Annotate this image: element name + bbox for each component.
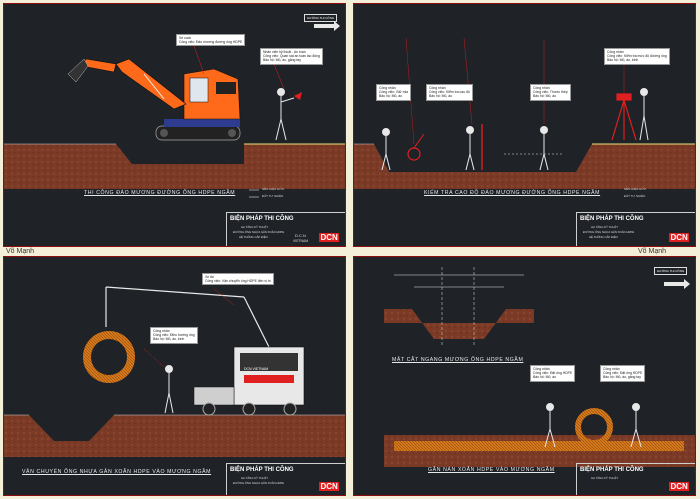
excavation-drawing xyxy=(4,21,345,198)
panel-title: THI CÔNG ĐÀO MƯƠNG ĐƯỜNG ỐNG HDPE NGẦM xyxy=(84,190,236,196)
callout-truck: Xe tải Công việc: Vận chuyển ống HDPE đế… xyxy=(202,273,274,286)
title-block-sub3: HỆ THỐNG CẤP ĐIỆN xyxy=(589,235,618,239)
cross-section-soil xyxy=(384,309,534,339)
title-block: BIỆN PHÁP THI CÔNG HẠ TẦNG KỸ THUẬT ĐƯỜN… xyxy=(226,463,345,495)
callout-staff: Công nhân Công việc: Giữ mia Bảo hộ: Mũ,… xyxy=(376,84,412,101)
workers xyxy=(381,88,649,171)
legend-2: ĐẤT TỰ NHIÊN xyxy=(262,194,284,198)
cross-section-drawing xyxy=(384,267,695,467)
panel-title: KIỂM TRA CAO ĐỘ ĐÀO MƯƠNG ĐƯỜNG ỐNG HDPE… xyxy=(424,190,601,196)
direction-badge: HƯỚNG THI CÔNG xyxy=(304,14,338,22)
author-right: Võ Mạnh xyxy=(638,248,667,255)
dcn-logo: DCN xyxy=(319,482,340,491)
title-block-sub2: ĐƯỜNG ỐNG NHỰA GÂN XOẮN HDPE xyxy=(233,481,285,485)
title-block: BIỆN PHÁP THI CÔNG HẠ TẦNG KỸ THUẬT ĐƯỜN… xyxy=(226,212,345,246)
legend-1: NỀN HIỆN HỮU xyxy=(624,187,647,191)
title-block-main: BIỆN PHÁP THI CÔNG xyxy=(580,216,644,222)
panel-title-2: GẮN NÁN XOẮN HDPE VÀO MƯƠNG NGẦM xyxy=(428,467,555,473)
arrow-right-icon xyxy=(314,21,340,31)
panel-excavation: HƯỚNG THI CÔNG Xe cuốc Công việc: Đào mư… xyxy=(3,3,346,247)
title-block-main: BIỆN PHÁP THI CÔNG xyxy=(230,467,294,473)
soil-section xyxy=(4,415,345,457)
title-block-sub1: HẠ TẦNG KỸ THUẬT xyxy=(591,225,618,229)
level-instrument xyxy=(611,93,637,141)
flag-icon xyxy=(294,92,302,100)
title-block-sub2: ĐƯỜNG ỐNG NHỰA GÂN XOẮN HDPE xyxy=(233,230,285,234)
brand-country: VIETNAM xyxy=(293,239,309,243)
level-check-drawing xyxy=(354,37,695,189)
soil-section xyxy=(4,144,345,189)
hdpe-pipe-coil xyxy=(83,331,135,383)
pipe-coil xyxy=(575,408,613,446)
dcn-logo: DCN xyxy=(669,482,690,491)
panel-cross-section: HƯỚNG THI CÔNG MẶT CẮT NGANG MƯƠNG ỐNG H… xyxy=(353,256,696,496)
panel-level-check: Công nhân Công việc: Giữ mia Bảo hộ: Mũ,… xyxy=(353,3,696,247)
callout-worker-left: Công nhân Công việc: Đặt ống HDPE Bảo hộ… xyxy=(530,365,576,382)
brand-name: D.C.N xyxy=(295,233,306,238)
title-block-main: BIỆN PHÁP THI CÔNG xyxy=(580,467,644,473)
soil-section xyxy=(354,144,695,189)
title-block-main: BIỆN PHÁP THI CÔNG xyxy=(230,216,294,222)
truck xyxy=(193,346,305,416)
legend-1: NỀN HIỆN HỮU xyxy=(262,187,285,191)
callout-tape: Công nhân Công việc: Thước thép Bảo hộ: … xyxy=(530,84,571,101)
title-block-sub1: HẠ TẦNG KỸ THUẬT xyxy=(241,476,268,480)
arrow-right-icon xyxy=(664,279,690,289)
worker-figure xyxy=(275,88,295,141)
title-block: BIỆN PHÁP THI CÔNG HẠ TẦNG KỸ THUẬT DCN xyxy=(576,463,695,495)
hdpe-pipe xyxy=(394,441,684,451)
callout-excavator: Xe cuốc Công việc: Đào mương đường ống H… xyxy=(176,34,246,47)
legend-2: ĐẤT TỰ NHIÊN xyxy=(624,194,646,198)
title-block-sub1: HẠ TẦNG KỸ THUẬT xyxy=(241,225,268,229)
callout-worker-right: Công nhân Công việc: Đặt ống HDPE Bảo hộ… xyxy=(600,365,646,382)
title-block-sub2: ĐƯỜNG ỐNG NHỰA GÂN XOẮN HDPE xyxy=(583,230,635,234)
callout-safety: Nhân viên kỹ thuật - An toàn Công việc: … xyxy=(260,48,323,65)
title-block-sub1: HẠ TẦNG KỸ THUẬT xyxy=(591,476,618,480)
callout-worker: Công nhân Công việc: Điều hướng ống Bảo … xyxy=(150,327,198,344)
panel-title: VẬN CHUYỂN ỐNG NHỰA GÂN XOẮN HDPE VÀO MƯ… xyxy=(22,469,212,475)
crane xyxy=(105,286,270,348)
truck-label: DCN VIETNAM xyxy=(244,367,269,371)
title-block-sub3: HỆ THỐNG CẤP ĐIỆN xyxy=(239,235,268,239)
callout-level: Công nhân Công việc: Kiểm tra cao độ Bảo… xyxy=(426,84,473,101)
panel-title: MẶT CẮT NGANG MƯƠNG ỐNG HDPE NGẦM xyxy=(392,357,524,363)
transport-drawing xyxy=(4,286,345,457)
callout-instrument: Công nhân Công việc: Kiểm tra mức độ đườ… xyxy=(604,48,670,65)
workers xyxy=(544,403,642,448)
dcn-logo: DCN xyxy=(319,233,340,242)
author-left: Võ Mạnh xyxy=(6,248,35,255)
title-block: BIỆN PHÁP THI CÔNG HẠ TẦNG KỸ THUẬT ĐƯỜN… xyxy=(576,212,695,246)
panel-pipe-transport: Xe tải Công việc: Vận chuyển ống HDPE đế… xyxy=(3,256,346,496)
worker-figure xyxy=(164,365,174,414)
dcn-logo: DCN xyxy=(669,233,690,242)
excavator xyxy=(67,58,241,141)
direction-badge: HƯỚNG THI CÔNG xyxy=(654,267,688,275)
